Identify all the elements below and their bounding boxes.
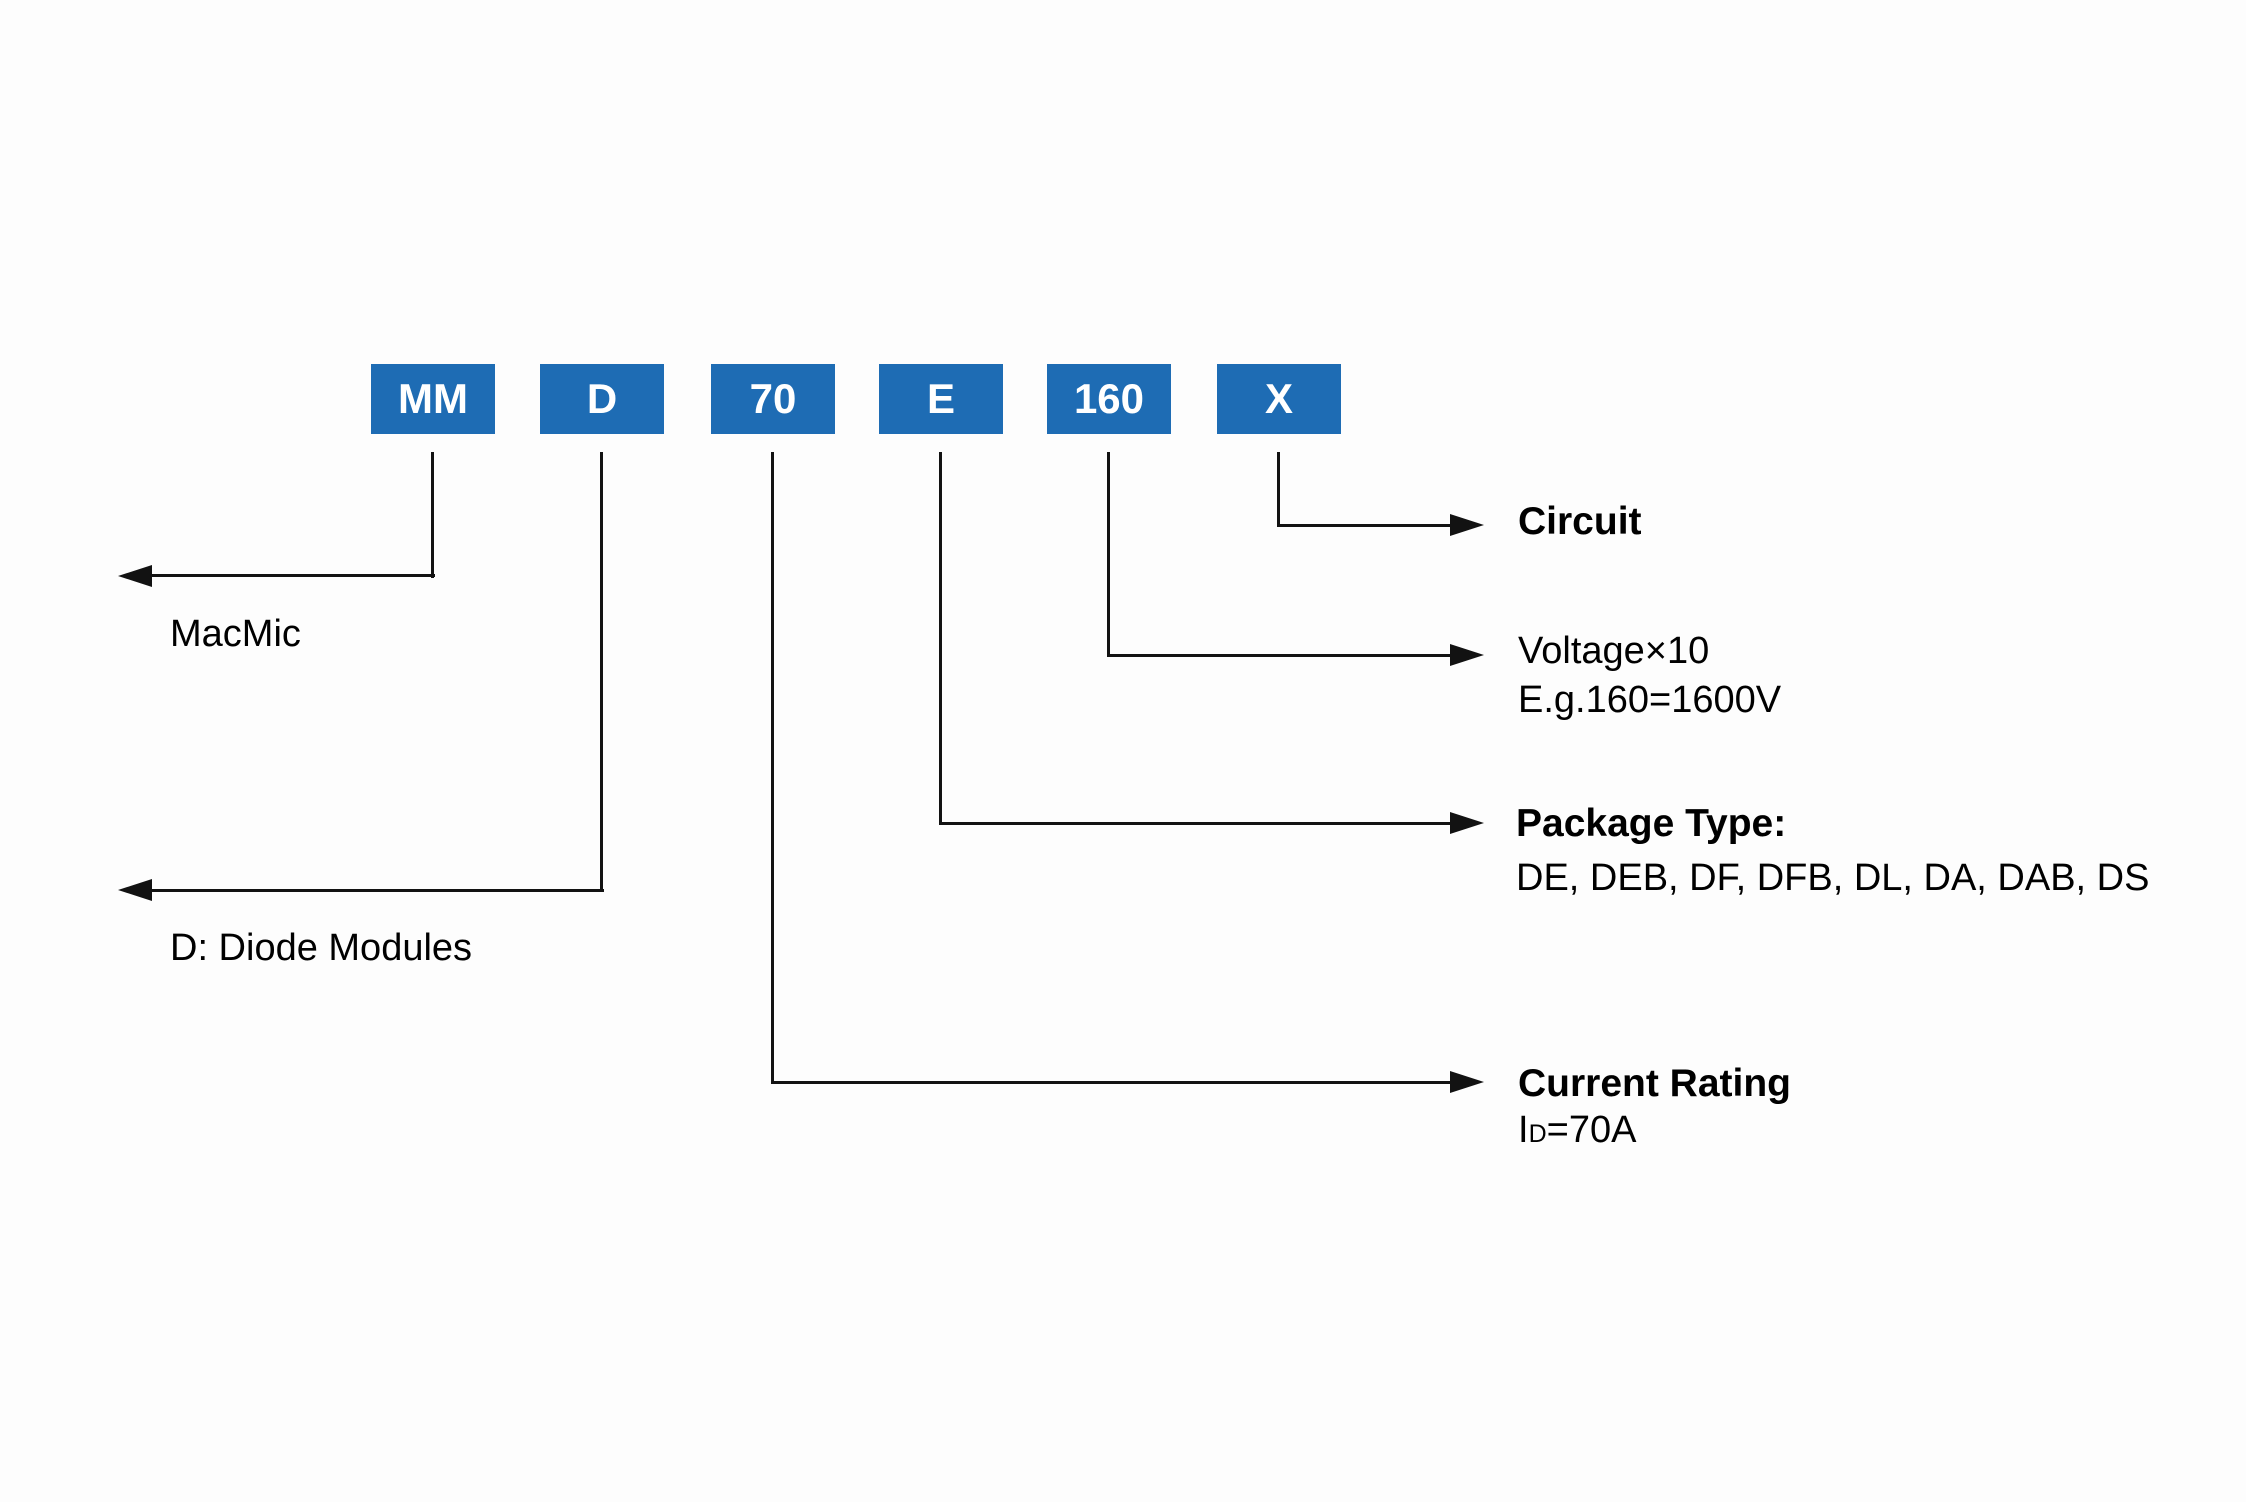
voltage-arrowhead-right-icon [1450,644,1484,666]
callout-voltage: Voltage×10 E.g.160=1600V [1518,627,1781,725]
current-symbol-subscript: D [1528,1120,1547,1148]
circuit-heading: Circuit [1518,500,1642,543]
part-code-box-d: D [540,364,664,434]
current-value: =70A [1546,1109,1637,1151]
voltage-connector-horizontal [1108,654,1452,657]
circuit-connector-vertical [1277,452,1280,527]
d-connector-horizontal [150,889,604,892]
current-rating-value: ID=70A [1518,1107,1791,1157]
callout-diode-modules-label: D: Diode Modules [170,927,473,969]
d-arrowhead-left-icon [118,879,152,901]
mm-connector-vertical [431,452,434,578]
circuit-arrowhead-right-icon [1450,514,1484,536]
callout-current-rating: Current Rating ID=70A [1518,1061,1791,1157]
current-arrowhead-right-icon [1450,1071,1484,1093]
voltage-heading: Voltage×10 [1518,630,1710,672]
part-code-box-70: 70 [711,364,835,434]
circuit-connector-horizontal [1278,524,1452,527]
current-rating-heading: Current Rating [1518,1062,1791,1105]
current-symbol: I [1518,1109,1529,1151]
package-type-heading: Package Type: [1516,802,1787,845]
part-code-box-e: E [879,364,1003,434]
part-code-box-x: X [1217,364,1341,434]
voltage-example: E.g.160=1600V [1518,679,1782,721]
part-code-box-mm: MM [371,364,495,434]
voltage-connector-vertical [1107,452,1110,657]
package-connector-horizontal [940,822,1452,825]
callout-circuit: Circuit [1518,501,1642,543]
current-connector-horizontal [772,1081,1452,1084]
package-arrowhead-right-icon [1450,812,1484,834]
package-connector-vertical [939,452,942,825]
current-connector-vertical [771,452,774,1084]
callout-package-type: Package Type: DE, DEB, DF, DFB, DL, DA, … [1516,797,2149,905]
package-type-options: DE, DEB, DF, DFB, DL, DA, DAB, DS [1516,857,2150,899]
mm-connector-horizontal [150,574,435,577]
part-code-box-160: 160 [1047,364,1171,434]
callout-macmic-label: MacMic [170,613,301,655]
mm-arrowhead-left-icon [118,565,152,587]
d-connector-vertical [600,452,603,892]
